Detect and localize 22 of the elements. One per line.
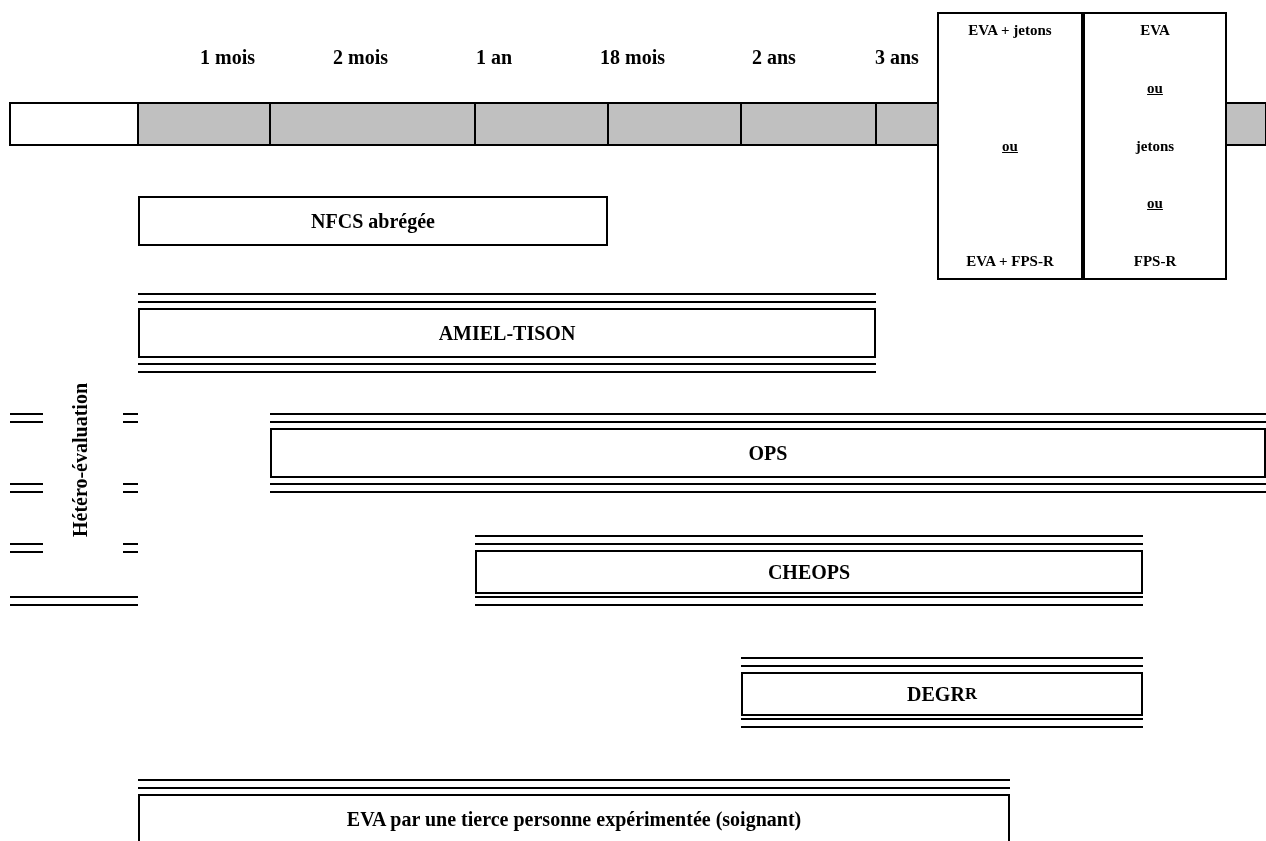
connector-word: ou	[1147, 195, 1163, 213]
scale-bar: NFCS abrégée	[138, 196, 608, 246]
timeline-label: 1 an	[476, 46, 513, 69]
scale-name: EVA	[1140, 22, 1170, 39]
timeline-label: 1 mois	[200, 46, 255, 69]
table-cell	[1083, 12, 1227, 280]
timeline-label: 2 mois	[333, 46, 388, 69]
axis-label: Hétéro-évaluation	[68, 383, 92, 537]
scale-name: EVA + jetons	[968, 22, 1052, 39]
connector-word: ou	[1147, 79, 1163, 97]
scale-name: jetons	[1135, 137, 1175, 155]
timeline-label: 2 ans	[752, 46, 796, 69]
table-cell	[937, 12, 1083, 280]
scale-name: FPS-R	[1133, 253, 1177, 270]
timeline-label: 3 ans	[875, 46, 919, 69]
timeline-label: 18 mois	[600, 46, 665, 69]
scale-name: EVA + FPS-R	[966, 253, 1054, 270]
scale-bar: OPS	[270, 428, 1266, 478]
scale-bar: CHEOPS	[475, 550, 1143, 594]
connector-word: ou	[1002, 137, 1018, 155]
scale-bar: EVA par une tierce personne expérimentée (soignant)	[138, 794, 1010, 841]
scale-bar: AMIEL-TISON	[138, 308, 876, 358]
